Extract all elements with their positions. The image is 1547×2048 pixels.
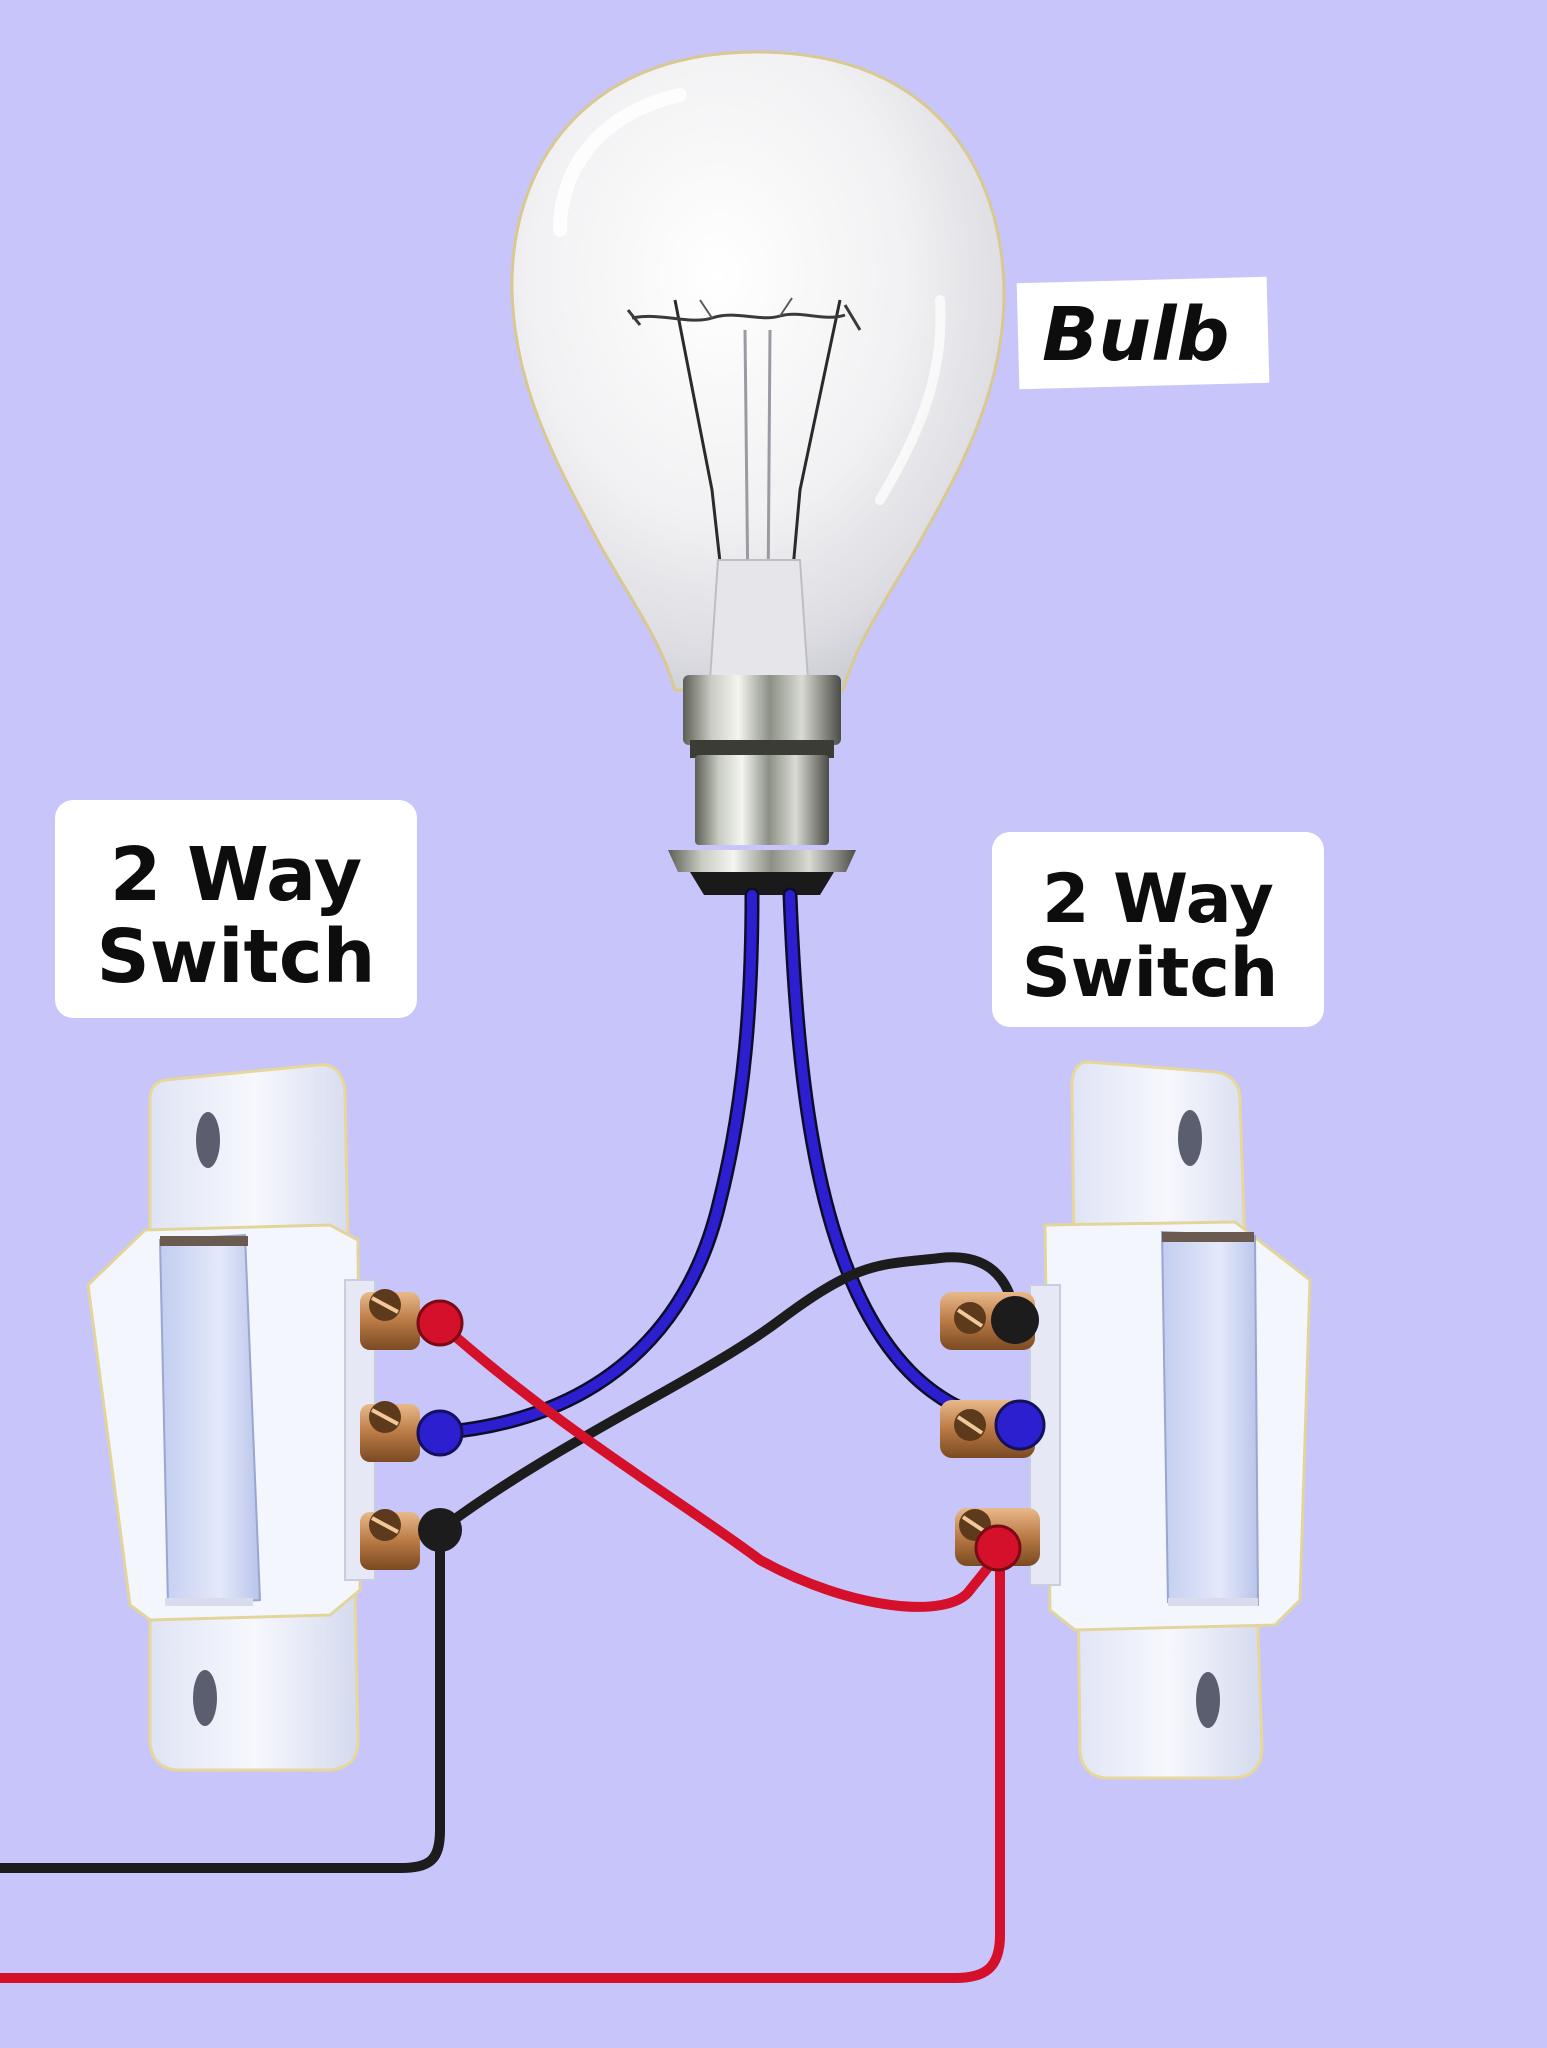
left-terminal-3-connection	[418, 1508, 462, 1552]
rocker-switch-icon	[86, 1063, 376, 1772]
left-terminal-1-connection	[416, 1299, 464, 1347]
supply-wire-red	[0, 1543, 1005, 1983]
wires	[0, 887, 1028, 1983]
bulb-label: Bulb	[1016, 276, 1270, 390]
right-switch-label-line2: Switch	[1022, 934, 1278, 1013]
right-switch-label: 2 Way Switch	[992, 832, 1324, 1027]
right-terminal-2-connection	[994, 1399, 1046, 1451]
left-switch-terminals	[360, 1289, 420, 1570]
bulb	[510, 50, 1006, 895]
terminal-screw	[360, 1289, 420, 1350]
left-switch	[86, 1063, 464, 1772]
left-switch-label-line1: 2 Way	[110, 832, 362, 918]
rocker-switch-icon	[1029, 1060, 1312, 1780]
right-terminal-1-connection	[991, 1296, 1039, 1344]
left-terminal-2-connection	[416, 1409, 464, 1457]
bulb-label-text: Bulb	[1042, 292, 1229, 378]
supply-wire-black	[0, 1525, 445, 1873]
right-switch-label-line1: 2 Way	[1042, 860, 1274, 939]
traveler-wire-black	[435, 1252, 1020, 1535]
left-switch-label: 2 Way Switch	[55, 800, 417, 1018]
bulb-base	[695, 755, 829, 845]
light-bulb-icon	[510, 50, 1006, 895]
right-terminal-3-connection	[974, 1524, 1022, 1572]
right-switch	[940, 1060, 1312, 1780]
left-switch-rocker[interactable]	[158, 1233, 262, 1607]
terminal-screw	[360, 1401, 420, 1462]
terminal-screw	[360, 1509, 420, 1570]
traveler-wire-red	[435, 1318, 1003, 1612]
left-switch-label-line2: Switch	[97, 914, 376, 1000]
right-switch-rocker[interactable]	[1160, 1230, 1260, 1607]
bulb-collar	[683, 675, 841, 745]
